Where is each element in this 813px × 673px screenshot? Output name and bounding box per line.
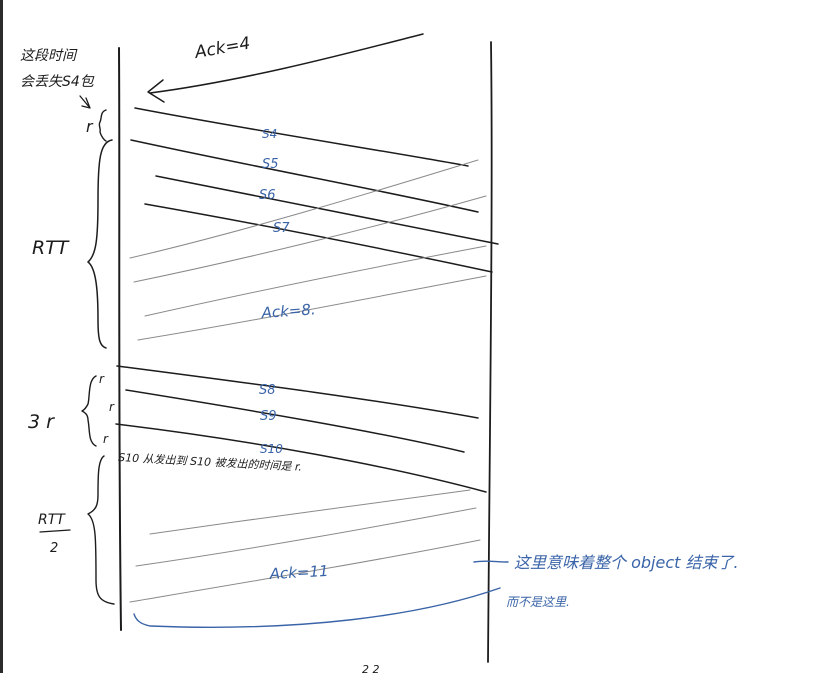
top-note-line1: 这段时间	[20, 48, 78, 64]
bottom-mark: 2 2	[362, 663, 380, 673]
not-here-curve	[133, 587, 501, 628]
segment-s9-line	[125, 389, 465, 453]
segment-s7-label: S7	[273, 221, 290, 236]
ack-line-1	[129, 159, 479, 259]
segment-s8-line	[116, 365, 479, 419]
top-note-line2: 会丢失S4包	[20, 74, 95, 90]
ack-line-7	[129, 539, 481, 603]
ack8-label: Ack=8.	[260, 300, 316, 322]
segment-s9-label: S9	[260, 409, 277, 424]
label-r-b: r	[109, 400, 115, 414]
sender-timeline	[118, 47, 122, 631]
rtt-half-fraction-bar	[39, 529, 71, 533]
receiver-timeline	[487, 41, 493, 663]
ack-line-3	[144, 245, 487, 317]
label-r-top: r	[86, 117, 94, 136]
ack4-arrow-line	[149, 33, 424, 94]
not-here-note: 而不是这里.	[506, 595, 570, 609]
label-rtt-half-den: 2	[50, 541, 58, 556]
segment-s6-line	[155, 175, 499, 245]
segment-s10-line	[115, 423, 487, 493]
ack-line-6	[135, 507, 477, 567]
ack-line-5	[149, 489, 471, 535]
ack4-arrowhead	[147, 79, 165, 103]
segment-s5-line	[130, 139, 479, 213]
window-left-border	[0, 0, 3, 673]
segment-s4-line	[134, 107, 469, 167]
object-done-pointer	[473, 560, 509, 563]
label-3r: 3 r	[28, 411, 55, 433]
brace-r-top	[98, 109, 107, 142]
label-rtt-half-num: RTT	[38, 512, 66, 528]
ack-line-2	[133, 195, 487, 283]
brace-3r	[81, 375, 97, 447]
segment-s8-label: S8	[259, 383, 276, 398]
top-note-arrow	[79, 95, 91, 109]
label-r-a: r	[99, 372, 105, 386]
ack4-label: Ack=4	[192, 34, 251, 64]
label-r-c: r	[103, 432, 109, 446]
object-done-note: 这里意味着整个 object 结束了.	[514, 553, 739, 572]
segment-s7-line	[144, 203, 493, 273]
segment-s4-label: S4	[262, 127, 277, 141]
brace-rtt-half	[87, 455, 115, 605]
label-rtt: RTT	[32, 237, 70, 259]
segment-s5-label: S5	[262, 157, 279, 172]
segment-s6-label: S6	[259, 188, 276, 203]
ack-line-4	[137, 275, 487, 341]
segment-s10-label: S10	[260, 442, 283, 456]
ack11-label: Ack=11	[268, 562, 329, 583]
brace-rtt	[87, 139, 113, 349]
